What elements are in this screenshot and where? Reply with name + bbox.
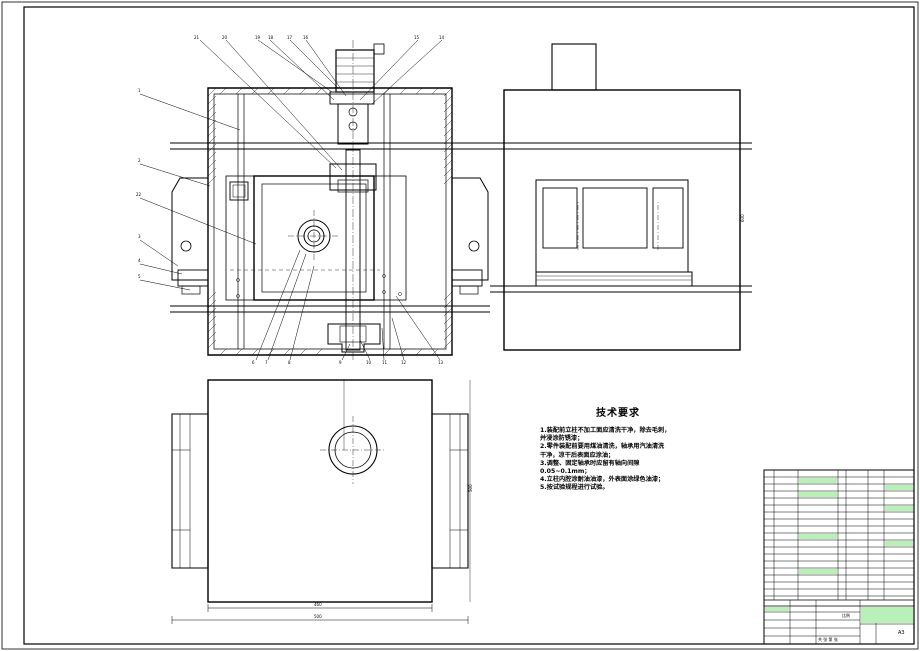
leader-lines [139, 39, 443, 361]
callout-left: 5 [138, 274, 141, 279]
tech-line: 3.调整、固定轴承时应留有轴向间隙 [540, 459, 640, 467]
callout-bottom: 7 [265, 360, 268, 365]
callout-bottom: 9 [339, 360, 342, 365]
callout-bottom: 8 [288, 360, 291, 365]
dimension-label: 600 [740, 214, 745, 222]
callout-left: 3 [138, 234, 141, 239]
tech-line: 干净，凉干后表面应涂油； [540, 451, 615, 459]
top-view [171, 379, 471, 624]
callout-top: 18 [268, 35, 274, 40]
callout-top: 20 [222, 35, 228, 40]
technical-requirements-title: 技术要求 [596, 408, 640, 419]
callout-left: 22 [136, 192, 142, 197]
tech-line: 4.立柱内腔涂耐油油漆，外表面涂绿色油漆； [540, 476, 665, 484]
callout-top: 19 [255, 35, 261, 40]
tech-line: 5.按试验规程进行试验。 [540, 484, 609, 492]
callout-top: 14 [439, 35, 445, 40]
callout-bottom: 11 [382, 360, 388, 365]
callout-bottom: 13 [438, 360, 444, 365]
callout-top: 16 [303, 35, 309, 40]
tech-line: 1.装配前立柱不加工面应清洗干净，除去毛刺， [540, 427, 671, 434]
technical-requirements: 技术要求 1.装配前立柱不加工面应清洗干净，除去毛刺， 并浸涂防锈漆； 2.零件… [540, 404, 740, 493]
side-view [490, 43, 752, 351]
title-block-scale: 比例 [842, 612, 850, 618]
callout-left: 1 [138, 88, 141, 93]
title-block-sheet-size: A3 [898, 630, 905, 636]
tech-line: 并浸涂防锈漆； [540, 435, 584, 443]
callout-left: 4 [138, 258, 141, 263]
callout-bottom: 12 [401, 360, 407, 365]
title-block [763, 469, 915, 645]
dimension-label: 500 [314, 614, 322, 619]
callout-top: 17 [287, 35, 293, 40]
callout-top: 21 [194, 35, 200, 40]
callout-bottom: 6 [252, 360, 255, 365]
callout-top: 15 [414, 35, 420, 40]
title-block-highlights [765, 478, 913, 623]
dimension-label: 500 [468, 484, 473, 492]
callouts: 21 20 19 18 17 16 15 14 1 2 22 3 4 5 6 7… [136, 35, 905, 642]
callout-left: 2 [138, 158, 141, 163]
inner-border [23, 6, 915, 645]
tech-line: 2.零件装配前要用煤油清洗，轴承用汽油清洗 [540, 443, 665, 451]
tech-line: 0.05~0.1mm； [540, 468, 591, 476]
callout-bottom: 10 [366, 360, 372, 365]
dimension-label: 460 [314, 602, 322, 607]
front-section-view [170, 40, 490, 360]
title-block-footer: 共 张 第 张 [818, 636, 838, 642]
